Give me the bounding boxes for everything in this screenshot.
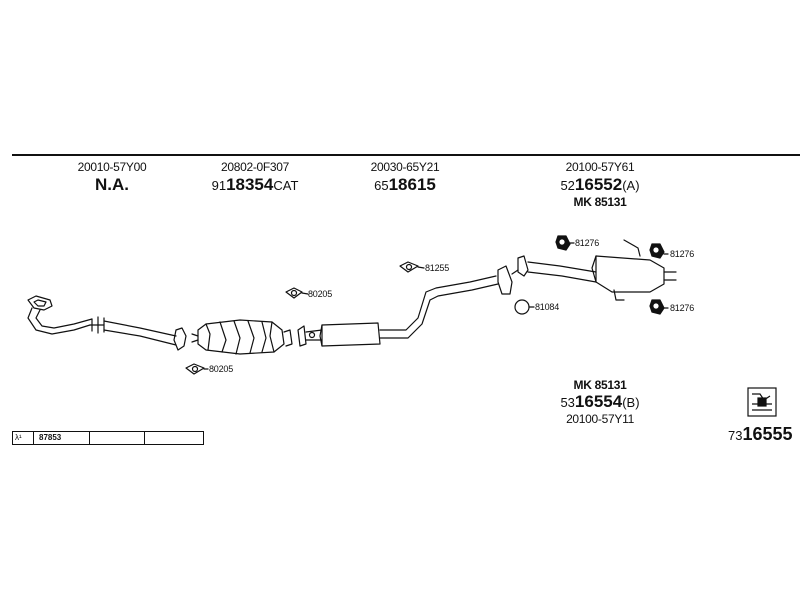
catalog-main: N.A. bbox=[95, 175, 129, 194]
mount-81276-c-icon bbox=[649, 299, 665, 315]
catalog-suffix: (B) bbox=[622, 395, 640, 410]
lambda-empty-cell bbox=[90, 432, 145, 444]
catalog-suffix: CAT bbox=[273, 178, 299, 193]
reference-main: 16555 bbox=[742, 424, 793, 444]
label-81276-c: 81276 bbox=[670, 303, 695, 313]
part-number: 20802-0F307 bbox=[220, 160, 290, 174]
reference-number: 7316555 bbox=[728, 424, 793, 445]
center-muffler bbox=[297, 275, 499, 347]
part-number: 20030-65Y21 bbox=[370, 160, 440, 174]
catalog-number: 5216552(A) bbox=[540, 175, 660, 195]
lambda-empty-cell bbox=[145, 432, 202, 444]
catalog-number: 6518615 bbox=[355, 175, 455, 195]
lower-right-block: MK 85131 5316554(B) 20100-57Y11 bbox=[540, 378, 660, 426]
part-number: 20100-57Y61 bbox=[565, 160, 635, 174]
mount-81276-a-icon bbox=[555, 235, 571, 251]
reference-prefix: 73 bbox=[728, 428, 743, 443]
catalog-number: 5316554(B) bbox=[540, 392, 660, 412]
catalog-number: 9118354CAT bbox=[200, 175, 310, 195]
rear-muffler bbox=[527, 239, 677, 301]
catalytic-converter bbox=[191, 319, 293, 355]
label-80205-lower: 80205 bbox=[209, 364, 234, 374]
gasket-80205-upper-icon bbox=[285, 287, 303, 299]
kit-number: MK 85131 bbox=[573, 378, 627, 392]
mount-81276-b-icon bbox=[649, 243, 665, 259]
label-81084: 81084 bbox=[535, 302, 560, 312]
column-4: 20100-57Y61 5216552(A) MK 85131 bbox=[540, 160, 660, 209]
label-81276-a: 81276 bbox=[575, 238, 600, 248]
gasket-80205-lower-icon bbox=[185, 363, 205, 375]
part-number: 20100-57Y11 bbox=[566, 412, 634, 426]
column-3: 20030-65Y21 6518615 bbox=[355, 160, 455, 195]
lambda-value: 87853 bbox=[33, 432, 90, 444]
lambda-table: λ¹ 87853 bbox=[12, 431, 204, 445]
catalog-main: 16552 bbox=[574, 175, 623, 194]
catalog-suffix: (A) bbox=[622, 178, 640, 193]
part-number: 20010-57Y00 bbox=[77, 160, 147, 174]
kit-number: MK 85131 bbox=[573, 195, 627, 209]
column-2: 20802-0F307 9118354CAT bbox=[200, 160, 310, 195]
label-81276-b: 81276 bbox=[670, 249, 695, 259]
catalog-prefix: 53 bbox=[560, 395, 575, 410]
catalog-prefix: 91 bbox=[211, 178, 227, 193]
gasket-81255-icon bbox=[399, 261, 419, 273]
header-rule bbox=[12, 154, 800, 156]
catalog-prefix: 52 bbox=[560, 178, 575, 193]
catalog-main: 16554 bbox=[574, 392, 623, 411]
pipe-joint bbox=[497, 255, 529, 295]
front-pipe bbox=[27, 295, 187, 351]
lambda-symbol: λ¹ bbox=[13, 432, 34, 444]
label-81255: 81255 bbox=[425, 263, 450, 273]
catalog-number: N.A. bbox=[62, 175, 162, 195]
label-80205-upper: 80205 bbox=[308, 289, 333, 299]
catalog-main: 18615 bbox=[388, 175, 436, 194]
catalog-prefix: 65 bbox=[374, 178, 389, 193]
column-1: 20010-57Y00 N.A. bbox=[62, 160, 162, 195]
catalog-main: 18354 bbox=[226, 175, 274, 194]
